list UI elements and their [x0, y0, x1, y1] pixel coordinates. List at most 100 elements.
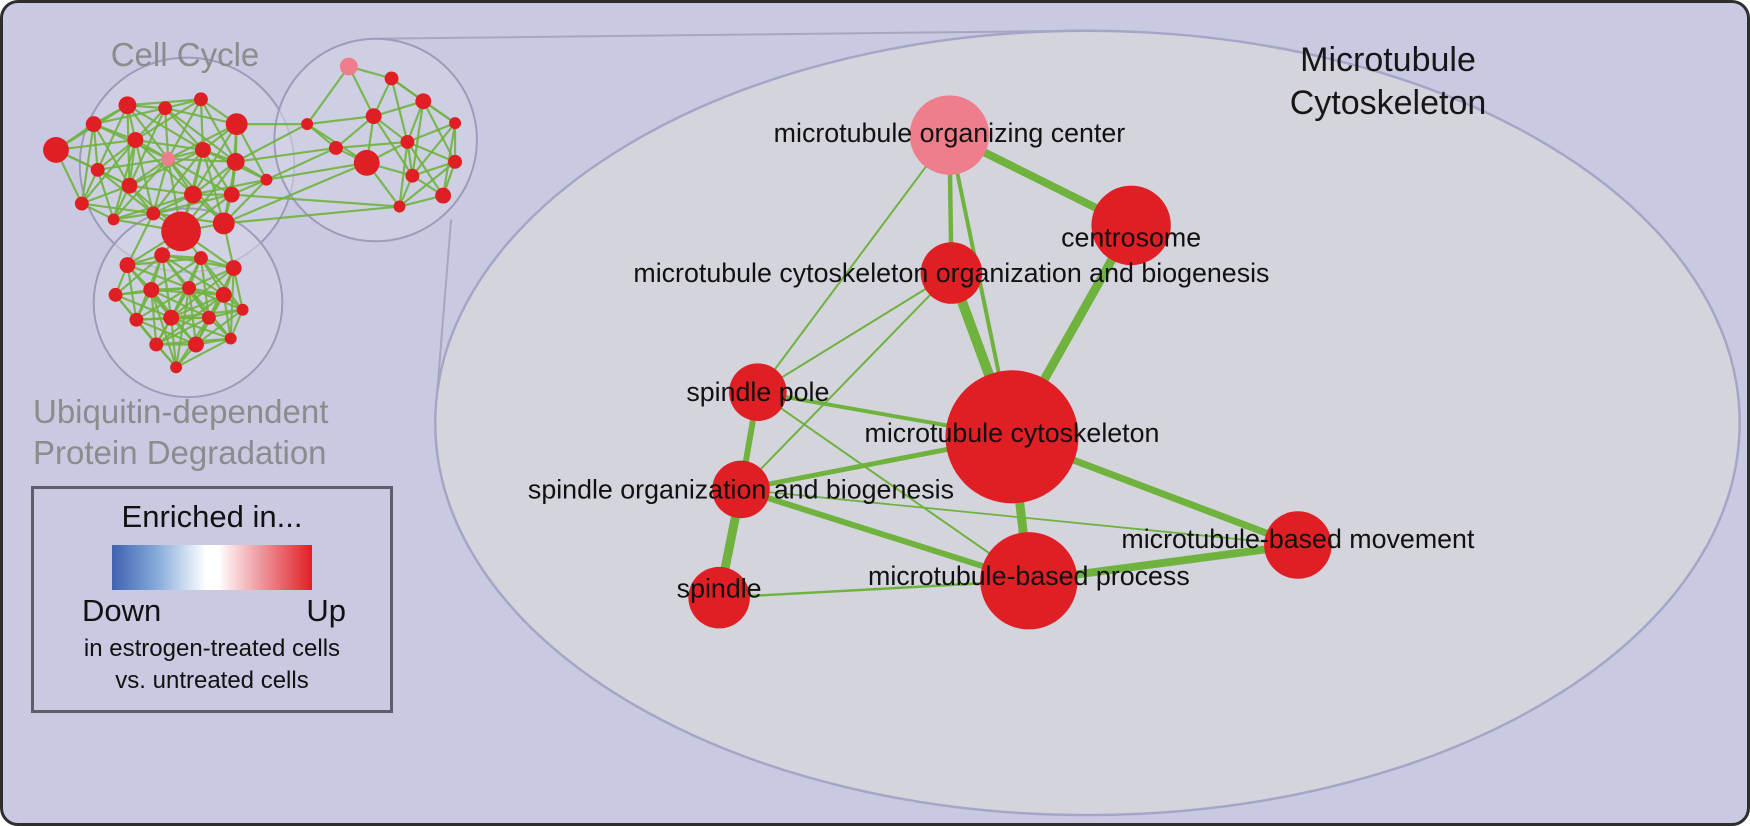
node-mt_proc — [980, 532, 1078, 630]
cluster-title-microtubule-line1: Microtubule — [1300, 41, 1476, 79]
node-label-spindle: spindle — [677, 574, 762, 604]
overview-node — [158, 101, 173, 116]
node-mt_cyto — [945, 370, 1079, 504]
legend-gradient-bar — [112, 545, 312, 590]
overview-node — [107, 213, 120, 226]
overview-node — [119, 257, 136, 274]
overview-edge — [407, 122, 456, 143]
overview-edge — [412, 160, 456, 177]
overview-edge — [153, 193, 232, 215]
overview-edge — [201, 149, 225, 224]
overview-edge — [155, 316, 210, 346]
overview-node — [161, 151, 176, 166]
overview-edge — [192, 123, 238, 196]
overview-node — [182, 280, 196, 295]
overview-edge — [235, 146, 337, 163]
overview-edge — [97, 139, 137, 171]
node-spindle_pole — [729, 363, 787, 421]
edge-mtco-spindle_pole — [757, 272, 952, 393]
overview-edge — [80, 123, 95, 204]
overview-edge — [135, 318, 197, 346]
overview-edge — [97, 157, 169, 171]
overview-edge — [135, 138, 204, 152]
overview-edge — [164, 107, 237, 163]
edge-spindle_pole-mt_proc — [757, 391, 1030, 582]
legend-caption: in estrogen-treated cells vs. untreated … — [34, 633, 390, 696]
overview-edge — [167, 123, 238, 160]
overview-edge — [175, 337, 232, 369]
node-label-moc: microtubule organizing center — [774, 118, 1126, 148]
overview-node — [184, 185, 202, 204]
overview-edge — [152, 149, 204, 215]
overview-edge — [167, 98, 202, 160]
overview-edge — [155, 293, 225, 346]
overview-edge — [175, 287, 191, 368]
overview-node — [393, 200, 406, 213]
overview-node — [353, 149, 380, 176]
overview-edge — [265, 146, 337, 181]
overview-edge — [231, 193, 400, 208]
node-label-mt_cyto: microtubule cytoskeleton — [865, 418, 1160, 448]
overview-edge — [127, 264, 190, 289]
legend-updown-row: Down Up — [34, 590, 390, 629]
overview-node — [328, 140, 343, 155]
overview-edge — [168, 157, 236, 163]
overview-node — [301, 118, 314, 131]
legend-caption-line1: in estrogen-treated cells — [83, 635, 341, 662]
overview-edge — [170, 293, 225, 319]
overview-edge — [390, 78, 409, 143]
node-spindle_org — [712, 460, 770, 519]
overview-node — [108, 287, 123, 302]
overview-edge — [200, 257, 244, 311]
overview-edge — [223, 161, 368, 225]
overview-node — [226, 152, 245, 171]
node-spindle — [688, 566, 750, 629]
overview-node — [85, 116, 102, 133]
overview-node — [163, 309, 180, 326]
overview-edge — [150, 257, 202, 291]
edge-spindle_org-mt_proc — [740, 486, 1030, 584]
overview-node — [118, 96, 137, 115]
overview-node — [405, 168, 420, 183]
overview-node — [215, 286, 232, 303]
overview-node — [193, 251, 208, 266]
node-mtco — [920, 242, 983, 304]
edge-spindle-mt_proc — [719, 579, 1029, 599]
overview-node — [170, 361, 183, 374]
overview-edge — [235, 123, 308, 163]
overview-edge — [192, 160, 237, 196]
overview-node — [74, 196, 89, 211]
overview-edge — [81, 184, 130, 205]
node-label-mtco: microtubule cytoskeleton organization an… — [633, 258, 1269, 288]
node-label-centrosome: centrosome — [1061, 222, 1201, 252]
overview-edge — [199, 98, 237, 163]
overview-node — [339, 57, 358, 76]
overview-node — [43, 137, 69, 163]
overview-edge — [188, 267, 235, 289]
overview-node — [146, 206, 161, 221]
overview-edge — [306, 65, 350, 125]
overview-edge — [407, 140, 456, 163]
overview-edge — [335, 140, 408, 150]
node-moc — [909, 95, 990, 175]
zoom-ellipse — [433, 29, 1741, 817]
overview-node — [415, 93, 432, 110]
overview-edge — [347, 66, 375, 117]
overview-edge — [398, 160, 456, 208]
overview-node — [90, 162, 105, 177]
overview-node — [435, 187, 452, 204]
cluster-title-ubiquitin-line1: Ubiquitin-dependent — [33, 393, 329, 430]
overview-edge — [134, 139, 194, 196]
overview-edge — [129, 184, 194, 196]
node-mt_move — [1264, 511, 1332, 579]
cluster-title-cell-cycle: Cell Cycle — [110, 36, 260, 73]
overview-node — [188, 336, 204, 353]
overview-edge — [114, 254, 163, 296]
overview-edge — [161, 255, 173, 318]
legend-down-label: Down — [82, 593, 162, 628]
overview-node — [365, 108, 382, 125]
overview-node — [225, 113, 248, 136]
overview-node — [121, 177, 138, 194]
legend-title: Enriched in... — [121, 499, 303, 534]
